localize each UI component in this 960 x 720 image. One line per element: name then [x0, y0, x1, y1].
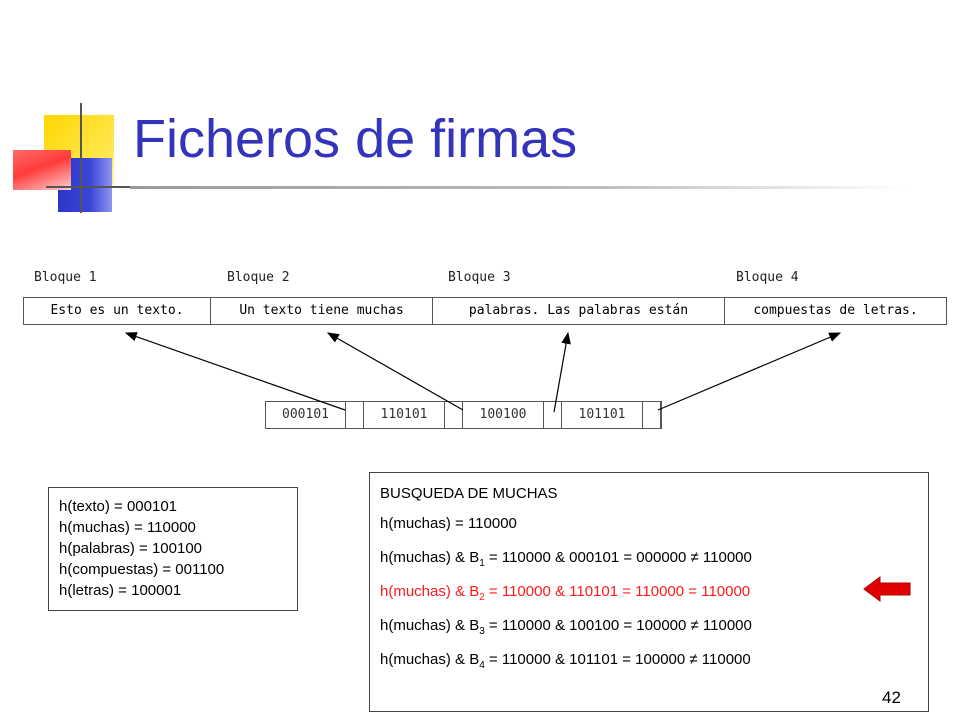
- signature-separator: [346, 402, 364, 428]
- arrow-sig3-block3: [553, 331, 571, 413]
- arrow-sig1-block1: [124, 332, 346, 411]
- text-block-4: compuestas de letras.: [753, 303, 918, 318]
- text-block-3: palabras. Las palabras están: [433, 298, 725, 324]
- hash-line: h(compuestas) = 001100: [59, 561, 225, 578]
- arrow-sig2-block2: [326, 332, 464, 411]
- title-underline: [130, 186, 910, 189]
- slide-title: Ficheros de firmas: [133, 109, 578, 169]
- signature-2: 110101: [364, 402, 445, 428]
- hash-line: h(palabras) = 100100: [59, 540, 203, 557]
- hash-line: h(muchas) = 110000: [59, 519, 196, 536]
- text-block-2: Un texto tiene muchas: [211, 298, 433, 324]
- signature-4: 101101: [562, 402, 643, 428]
- hash-values-box: h(texto) = 000101 h(muchas) = 110000 h(p…: [48, 487, 298, 611]
- search-heading: BUSQUEDA DE MUCHAS: [380, 485, 558, 502]
- block-label-4: Bloque 4: [736, 270, 799, 285]
- signature-3: 100100: [463, 402, 544, 428]
- signature-strip: 000101 110101 100100 101101: [265, 401, 662, 429]
- logo-horizontal-line: [46, 186, 138, 188]
- block-label-3: Bloque 3: [448, 270, 511, 285]
- search-line-2-match: h(muchas) & B2 = 110000 & 110101 = 11000…: [380, 583, 751, 603]
- search-line-4: h(muchas) & B4 = 110000 & 101101 = 10000…: [380, 651, 751, 671]
- arrow-sig4-block4: [657, 332, 842, 411]
- signature-separator: [544, 402, 562, 428]
- search-box: BUSQUEDA DE MUCHAS h(muchas) = 110000 h(…: [369, 472, 929, 712]
- logo-vertical-line: [80, 103, 82, 213]
- signature-separator: [445, 402, 463, 428]
- text-blocks: Esto es un texto. Un texto tiene muchas …: [23, 297, 947, 325]
- search-query: h(muchas) = 110000: [380, 515, 517, 532]
- hash-line: h(texto) = 000101: [59, 498, 178, 515]
- search-line-1: h(muchas) & B1 = 110000 & 000101 = 00000…: [380, 549, 752, 569]
- page-number: 42: [882, 688, 901, 707]
- left-arrow-icon: [863, 576, 911, 602]
- logo-red-square: [13, 150, 71, 190]
- search-line-3: h(muchas) & B3 = 110000 & 100100 = 10000…: [380, 617, 752, 637]
- signature-1: 000101: [266, 402, 346, 428]
- signature-separator: [643, 402, 661, 428]
- text-block-1: Esto es un texto.: [24, 298, 211, 324]
- hash-line: h(letras) = 100001: [59, 582, 182, 599]
- block-label-2: Bloque 2: [227, 270, 290, 285]
- block-label-1: Bloque 1: [34, 270, 97, 285]
